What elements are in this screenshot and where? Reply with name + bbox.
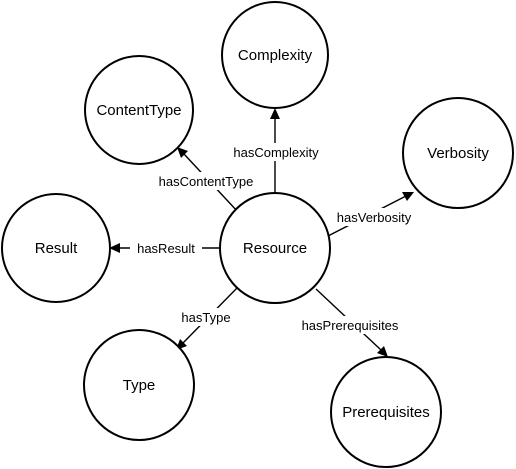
node-resource: Resource — [219, 192, 331, 304]
svg-text:hasType: hasType — [181, 310, 230, 325]
arrow-head-result — [109, 243, 120, 253]
svg-text:hasResult: hasResult — [137, 241, 195, 256]
edge-label-has-complexity: hasComplexity — [224, 143, 328, 161]
node-result-label: Result — [35, 240, 78, 257]
svg-text:hasVerbosity: hasVerbosity — [337, 210, 412, 225]
node-type-label: Type — [123, 377, 156, 394]
svg-text:hasContentType: hasContentType — [159, 174, 254, 189]
edge-label-has-content-type: hasContentType — [148, 172, 264, 190]
edge-label-has-verbosity: hasVerbosity — [329, 208, 419, 226]
arrow-head-complexity — [270, 108, 280, 119]
node-prerequisites-label: Prerequisites — [342, 404, 430, 421]
edge-label-has-prerequisites: hasPrerequisites — [290, 316, 410, 334]
node-prerequisites: Prerequisites — [330, 356, 442, 468]
edge-label-has-type: hasType — [175, 308, 237, 326]
arrow-head-verbosity — [402, 192, 414, 201]
svg-text:hasPrerequisites: hasPrerequisites — [302, 318, 399, 333]
node-content-type-label: ContentType — [96, 102, 181, 119]
arrow-head-prerequisites — [377, 346, 388, 357]
node-type: Type — [83, 329, 195, 441]
node-complexity-label: Complexity — [238, 47, 313, 64]
node-verbosity: Verbosity — [402, 97, 514, 209]
node-result: Result — [1, 193, 111, 303]
node-verbosity-label: Verbosity — [427, 145, 489, 162]
svg-text:hasComplexity: hasComplexity — [233, 145, 319, 160]
arrow-head-content-type — [177, 147, 188, 158]
edge-label-has-result: hasResult — [130, 239, 202, 257]
node-content-type: ContentType — [84, 55, 194, 165]
node-complexity: Complexity — [221, 1, 329, 109]
node-resource-label: Resource — [243, 240, 307, 257]
